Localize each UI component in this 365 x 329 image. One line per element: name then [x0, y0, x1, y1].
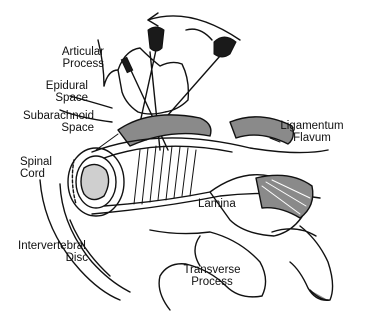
label-line: Ligamentum — [272, 120, 352, 132]
label-line: Articular — [28, 46, 104, 58]
label-line: Process — [180, 276, 244, 288]
rotation-arrow-head — [148, 13, 158, 26]
label-line: Transverse — [180, 264, 244, 276]
label-line: Flavum — [272, 132, 352, 144]
label-line: Disc — [18, 252, 88, 264]
lower-vertebra — [290, 226, 333, 300]
label-subarachnoid-space: Subarachnoid Space — [0, 110, 94, 134]
label-line: Subarachnoid — [0, 110, 94, 122]
label-line: Spinal — [20, 156, 52, 168]
label-articular-process: Articular Process — [28, 46, 104, 70]
label-ligamentum-flavum: Ligamentum Flavum — [272, 120, 352, 144]
label-line: Space — [0, 122, 94, 134]
ligamentum-lower — [256, 175, 313, 218]
needle-handle-1 — [148, 27, 164, 51]
label-lamina: Lamina — [198, 198, 236, 210]
label-line: Process — [28, 58, 104, 70]
label-epidural-space: Epidural Space — [28, 80, 88, 104]
needle-handle-2 — [214, 37, 236, 57]
label-intervertebral-disc: Intervertebral Disc — [18, 240, 88, 264]
dura-upper — [104, 146, 232, 158]
label-transverse-process: Transverse Process — [180, 264, 244, 288]
label-line: Cord — [20, 168, 52, 180]
needle-handle-3 — [121, 57, 132, 72]
label-spinal-cord: Spinal Cord — [20, 156, 52, 180]
label-line: Epidural — [28, 80, 88, 92]
label-line: Space — [28, 92, 88, 104]
label-line: Intervertebral — [18, 240, 88, 252]
